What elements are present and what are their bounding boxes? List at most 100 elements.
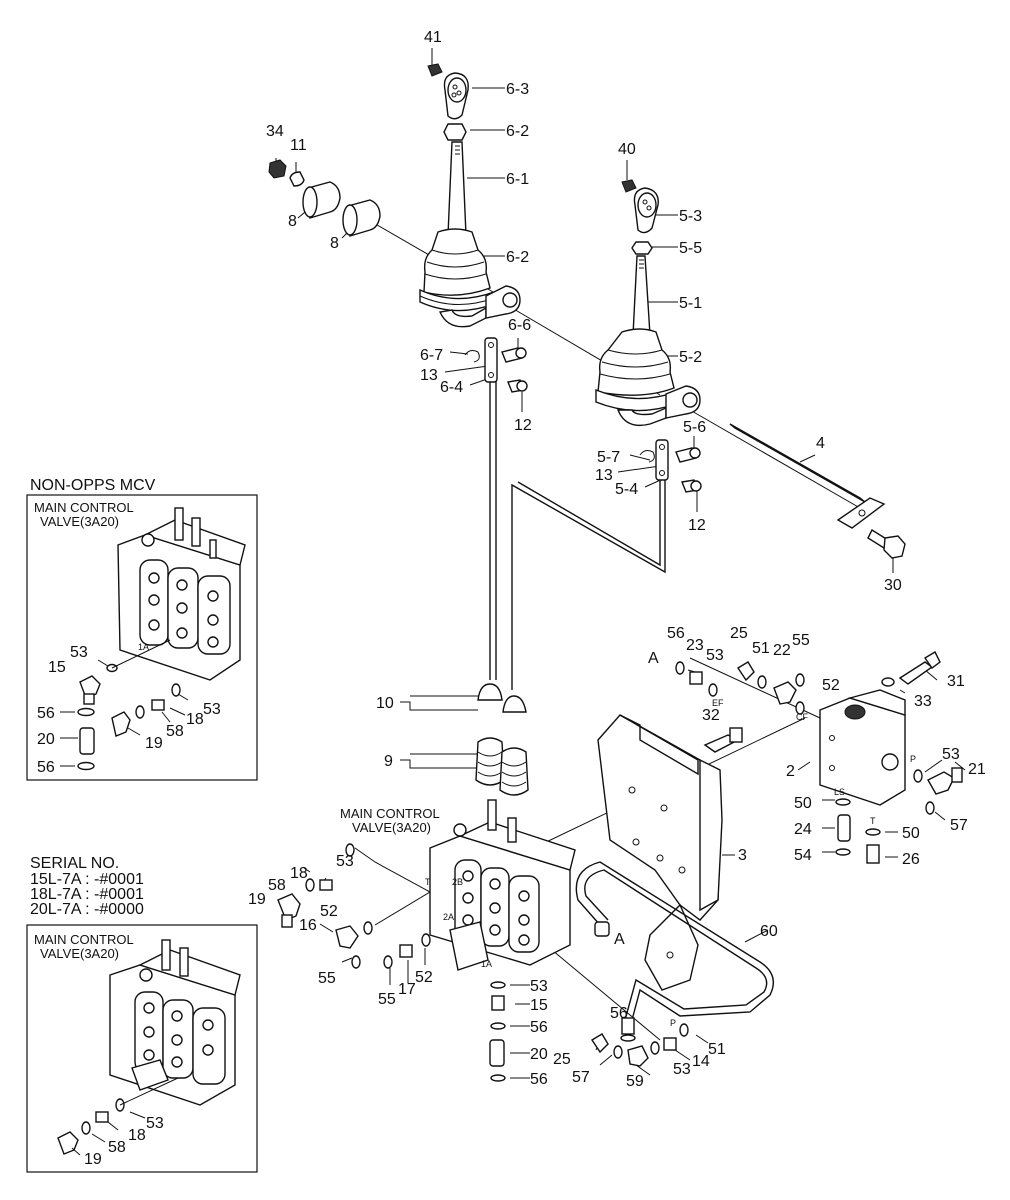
pipe-60 — [575, 861, 774, 1067]
rod-4 — [729, 423, 906, 559]
callout-label: 40 — [618, 141, 636, 158]
callout-label: 5-7 — [597, 449, 620, 466]
callout-label: 11 — [290, 137, 307, 154]
callout-label: 32 — [702, 707, 720, 724]
callout-label: 56 — [610, 1005, 628, 1022]
callout-label: 6-3 — [506, 81, 529, 98]
joystick-assembly-5 — [595, 179, 702, 493]
bracket-3 — [597, 714, 743, 991]
callout-label: 2 — [786, 763, 795, 780]
callout-label: 55 — [378, 991, 396, 1008]
callout-label: 58 — [268, 877, 286, 894]
serial-mcv-panel — [26, 924, 258, 1173]
callout-label: 30 — [884, 577, 902, 594]
callout-label: 41 — [424, 29, 442, 46]
callout-label: 6-6 — [508, 317, 531, 334]
mcv-box2-line1: MAIN CONTROL — [34, 932, 134, 947]
port-mark: CF — [796, 712, 808, 722]
callout-label: 6-7 — [420, 347, 443, 364]
callout-label: A — [648, 650, 659, 667]
callout-label: 25 — [730, 625, 748, 642]
callout-label: 59 — [626, 1073, 644, 1090]
port-mark: T — [870, 816, 876, 826]
valve-block-2 — [819, 651, 963, 864]
callout-label: 8 — [288, 213, 297, 230]
callout-label: 53 — [336, 853, 354, 870]
mcv-center-line1: MAIN CONTROL — [340, 806, 440, 821]
callout-label: 53 — [673, 1061, 691, 1078]
callout-label: 15 — [48, 659, 66, 676]
callout-label: 53 — [942, 746, 960, 763]
mcv-box1-line1: MAIN CONTROL — [34, 500, 134, 515]
mcv-box1-line2: VALVE(3A20) — [40, 514, 119, 529]
callout-label: 5-1 — [679, 295, 702, 312]
callout-label: 50 — [902, 825, 920, 842]
callout-label: 20 — [37, 731, 55, 748]
callout-label: 5-4 — [615, 481, 638, 498]
headings: NON-OPPS MCV MAIN CONTROL VALVE(3A20) MA… — [30, 477, 440, 961]
callout-label: 20 — [530, 1046, 548, 1063]
callouts: 41 6-3 6-2 34 11 6-1 8 8 6-2 40 5-3 5-5 … — [37, 29, 986, 1168]
callout-label: 19 — [84, 1151, 102, 1168]
callout-label: 15 — [530, 997, 548, 1014]
port-mark: 1A — [481, 959, 492, 969]
callout-label: 23 — [686, 637, 704, 654]
serial-line-2: 18L-7A : -#0001 — [30, 886, 144, 903]
callout-label: 19 — [248, 891, 266, 908]
callout-label: 6-2 — [506, 249, 529, 266]
callout-label: 50 — [794, 795, 812, 812]
mcv-box2-line2: VALVE(3A20) — [40, 946, 119, 961]
callout-label: 10 — [376, 695, 394, 712]
port-mark: 1A — [138, 642, 149, 652]
callout-label: 31 — [947, 673, 965, 690]
port-mark: LS — [834, 787, 845, 797]
callout-label: 12 — [688, 517, 706, 534]
callout-label: 53 — [203, 701, 221, 718]
callout-label: 12 — [514, 417, 532, 434]
serial-line-3: 20L-7A : -#0000 — [30, 901, 144, 918]
callout-label: 5-3 — [679, 208, 702, 225]
callout-label: 18 — [128, 1127, 146, 1144]
callout-label: 9 — [384, 753, 393, 770]
callout-label: 6-1 — [506, 171, 529, 188]
serial-line-1: 15L-7A : -#0001 — [30, 871, 144, 888]
callout-label: 55 — [792, 632, 810, 649]
callout-label: 34 — [266, 123, 284, 140]
port-mark: EF — [712, 698, 724, 708]
leader-lines — [275, 48, 966, 1079]
callout-label: A — [614, 931, 625, 948]
callout-label: 53 — [146, 1115, 164, 1132]
callout-label: 6-4 — [440, 379, 463, 396]
port-mark: 2B — [452, 877, 463, 887]
main-control-valve — [429, 683, 576, 971]
mcv-center-line2: VALVE(3A20) — [352, 820, 431, 835]
callout-label: 54 — [794, 847, 812, 864]
callout-label: 60 — [760, 923, 778, 940]
callout-label: 57 — [950, 817, 968, 834]
callout-label: 22 — [773, 642, 791, 659]
callout-label: 56 — [37, 705, 55, 722]
callout-label: 52 — [822, 677, 840, 694]
callout-label: 53 — [70, 644, 88, 661]
mcv-fittings — [277, 843, 506, 1082]
port-mark: P — [910, 754, 916, 764]
callout-label: 18 — [186, 711, 204, 728]
callout-label: 8 — [330, 235, 339, 252]
callout-label: 24 — [794, 821, 812, 838]
callout-label: 55 — [318, 970, 336, 987]
callout-label: 13 — [595, 467, 613, 484]
callout-label: 53 — [530, 978, 548, 995]
callout-label: 4 — [816, 435, 825, 452]
callout-label: 5-5 — [679, 240, 702, 257]
callout-label: 3 — [738, 847, 747, 864]
valve-fittings — [675, 661, 805, 715]
callout-label: 21 — [968, 761, 986, 778]
callout-label: 51 — [708, 1041, 726, 1058]
callout-label: 25 — [553, 1051, 571, 1068]
callout-label: 56 — [530, 1071, 548, 1088]
callout-label: 14 — [692, 1053, 710, 1070]
callout-label: 52 — [320, 903, 338, 920]
joystick-assembly-6 — [419, 63, 528, 393]
callout-label: 53 — [706, 647, 724, 664]
